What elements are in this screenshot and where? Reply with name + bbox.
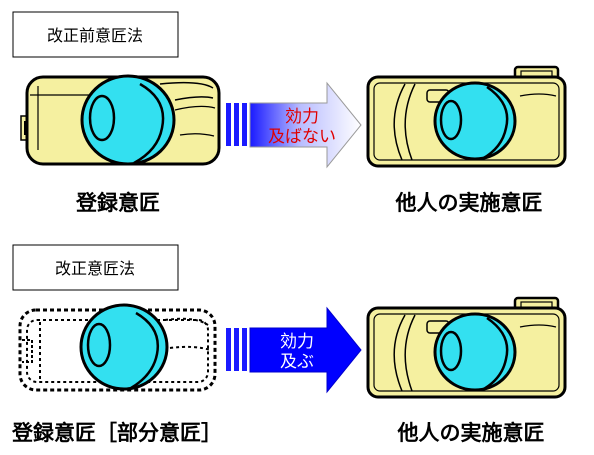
lens-icon <box>80 74 176 166</box>
lens-icon <box>433 312 517 392</box>
top-arrow-text-line2: 及ばない <box>268 127 336 147</box>
registered-camera-partial <box>18 303 217 392</box>
bottom-arrow-text-line2: 及ぶ <box>280 352 314 372</box>
top-arrow-no-effect: 効力 及ばない <box>249 81 362 169</box>
bottom-arrow-effect: 効力 及ぶ <box>249 306 362 394</box>
lens-icon <box>433 81 517 161</box>
top-section: 改正前意匠法 効力 及ばない <box>12 11 567 215</box>
bottom-section: 改正意匠法 効力 及ぶ <box>11 244 567 445</box>
bottom-right-caption: 他人の実施意匠 <box>397 421 545 445</box>
registered-camera-top <box>20 74 221 166</box>
lens-icon <box>79 303 169 391</box>
bottom-bars <box>226 328 247 371</box>
top-label-text: 改正前意匠法 <box>47 26 143 45</box>
top-label-box <box>12 11 179 58</box>
bottom-left-caption: 登録意匠［部分意匠］ <box>11 421 222 445</box>
top-bars <box>226 103 247 146</box>
other-camera-top <box>366 65 567 168</box>
top-left-caption: 登録意匠 <box>75 191 160 215</box>
top-right-caption: 他人の実施意匠 <box>395 191 543 215</box>
bottom-arrow-text-line1: 効力 <box>280 332 314 352</box>
other-camera-bottom <box>366 296 567 399</box>
top-arrow-text-line1: 効力 <box>285 107 319 127</box>
bottom-label-text: 改正意匠法 <box>55 259 135 278</box>
bottom-label-box <box>12 244 179 291</box>
